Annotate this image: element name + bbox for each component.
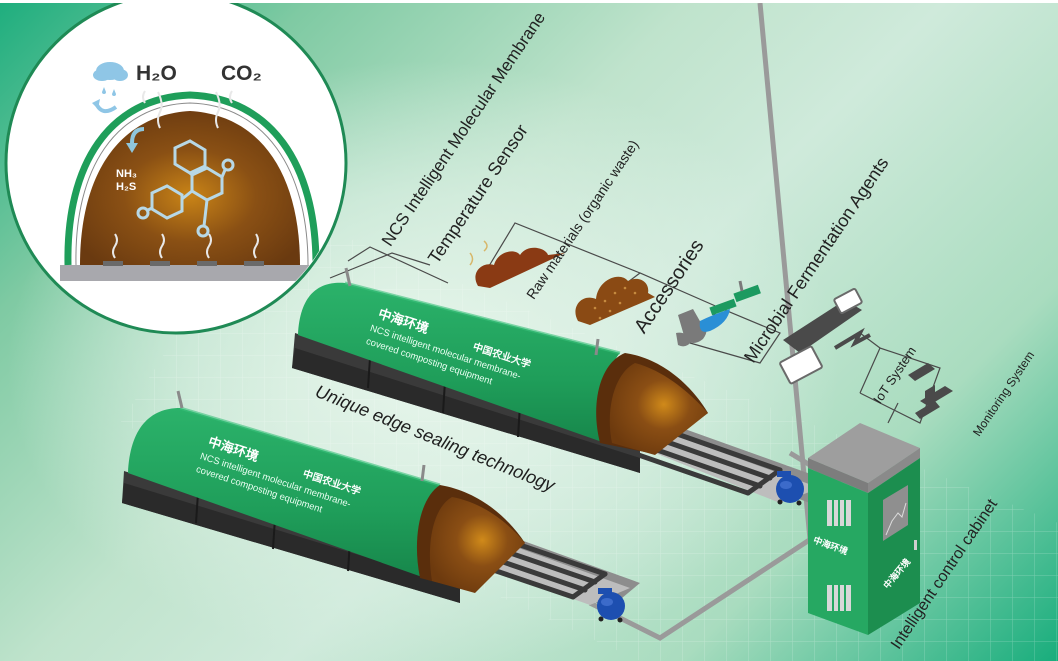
diagram-artwork xyxy=(4,3,1058,661)
lab-flask-icon xyxy=(676,280,761,347)
monitoring-system-icon xyxy=(908,363,953,419)
blower-icon xyxy=(776,471,804,506)
membrane-cross-section-inset xyxy=(4,3,348,335)
organic-waste-icon xyxy=(469,240,565,288)
blower-icon xyxy=(597,588,625,623)
retention-arrow-icon xyxy=(130,127,145,144)
iot-devices-icon xyxy=(779,288,871,385)
vapor-wisps xyxy=(112,90,259,259)
compost-material-icon xyxy=(575,276,655,325)
temperature-probe xyxy=(420,464,426,482)
temperature-probe xyxy=(176,390,184,409)
control-cabinet xyxy=(808,423,920,635)
h2s-label: H₂S xyxy=(116,181,137,193)
cabinet-handle xyxy=(914,540,917,550)
composting-unit-2 xyxy=(122,390,640,623)
composting-unit-1 xyxy=(292,267,830,506)
nh3-label: NH₃ xyxy=(116,168,137,180)
temperature-probe xyxy=(344,267,352,287)
co2-label: CO₂ xyxy=(221,62,262,85)
temperature-probe xyxy=(594,338,600,356)
molecule-icon xyxy=(136,139,235,238)
infographic-canvas: H₂O CO₂ NH₃ H₂S NCS Intelligent Molecula… xyxy=(0,3,1058,661)
water-label: H₂O xyxy=(136,62,177,85)
cloud-rain-icon xyxy=(92,62,128,114)
